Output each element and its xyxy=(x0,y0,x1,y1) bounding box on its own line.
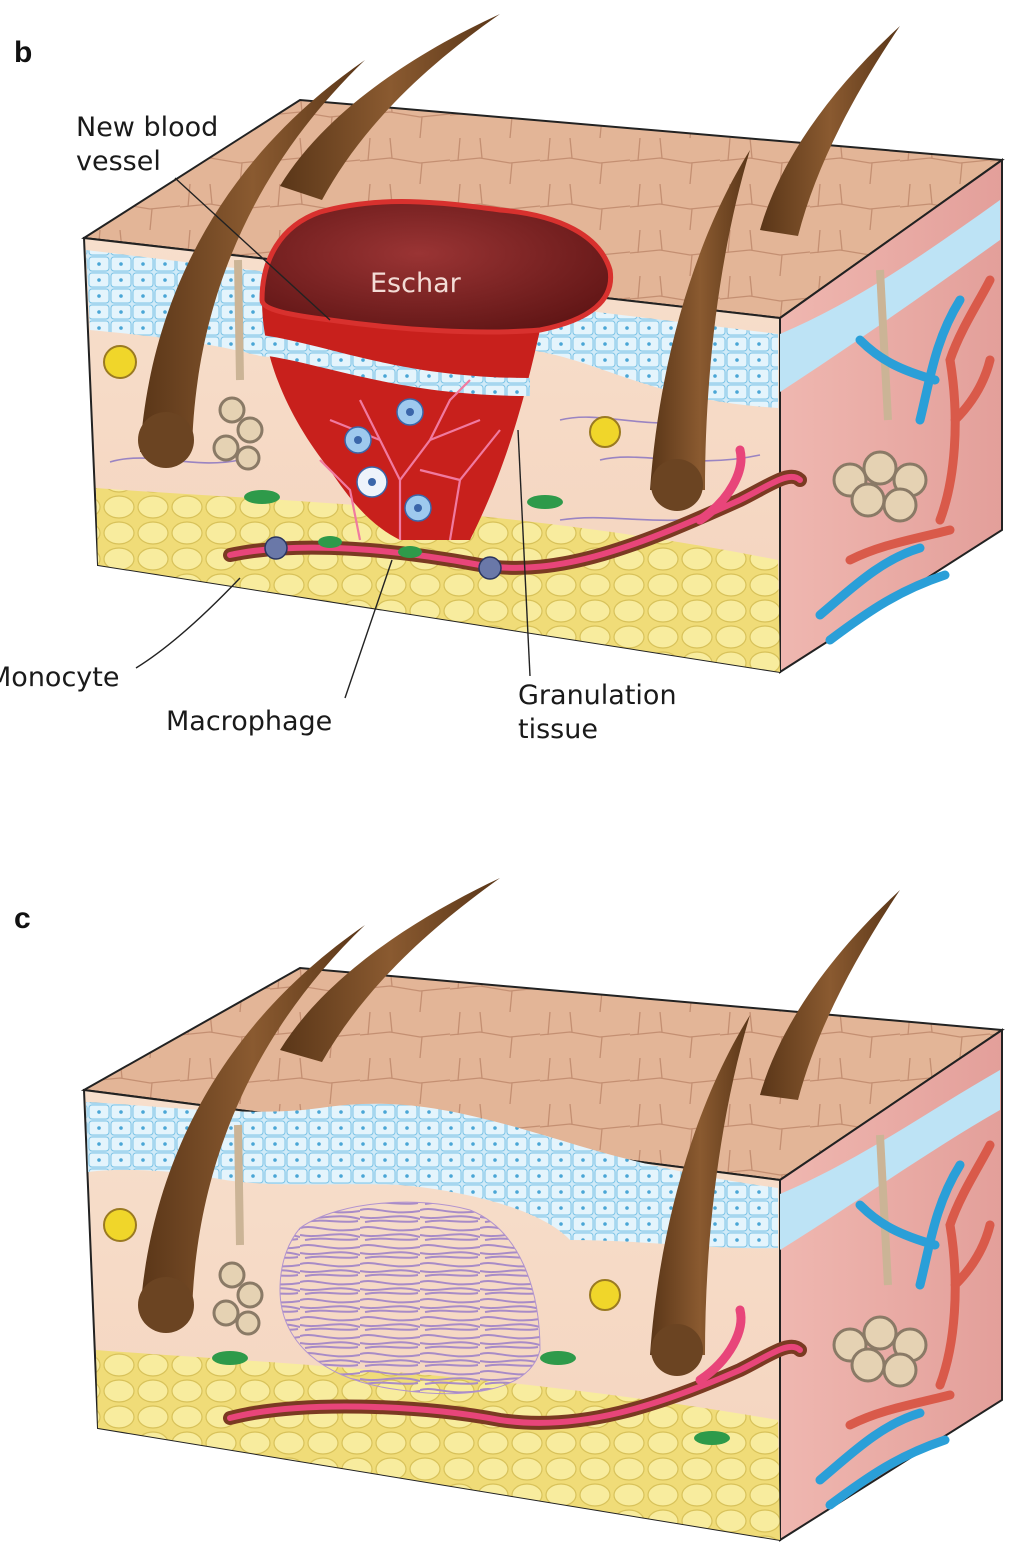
panel-b-fibroblasts xyxy=(244,490,563,509)
panel-c-side-vessels xyxy=(815,1140,995,1510)
panel-c-scar-tissue xyxy=(279,1201,541,1395)
panel-b-migrating-epidermis xyxy=(262,335,530,396)
panel-b: b Eschar xyxy=(0,14,1005,745)
panel-b-side-vessels xyxy=(815,275,995,645)
new-blood-vessel-label-line2: vessel xyxy=(76,146,161,177)
panel-b-eschar xyxy=(259,199,614,335)
panel-b-epidermis-side xyxy=(780,200,1000,392)
panel-c-sebaceous-glands xyxy=(103,1208,621,1311)
new-blood-vessel-label-line1: New blood xyxy=(76,112,218,143)
granulation-tissue-label-line1: Granulation xyxy=(518,680,677,711)
hair-shaft xyxy=(760,890,900,1100)
macrophage-cell xyxy=(318,536,342,548)
monocyte-cell xyxy=(478,556,502,580)
hair-follicle xyxy=(650,150,750,490)
hair-follicle xyxy=(650,1015,750,1355)
granulation-tissue-label-line2: tissue xyxy=(518,714,598,745)
monocyte-label: Monocyte xyxy=(0,662,119,693)
panel-c-hairs xyxy=(138,878,900,1376)
panel-b-sebaceous-glands xyxy=(103,345,621,448)
panel-c: c xyxy=(14,878,1005,1542)
macrophage-label: Macrophage xyxy=(166,706,332,737)
panel-b-hairs xyxy=(138,14,900,511)
panel-c-fat-layer xyxy=(96,1350,780,1540)
panel-c-epidermis-side xyxy=(780,1070,1000,1250)
eschar-label: Eschar xyxy=(370,268,462,299)
panel-c-epidermis xyxy=(86,1102,778,1249)
hair-follicle xyxy=(140,925,365,1315)
panel-c-skin-block xyxy=(80,966,1005,1542)
hair-follicle xyxy=(140,60,365,452)
panel-b-letter: b xyxy=(14,36,32,69)
panel-b-sweat-glands xyxy=(212,259,928,523)
monocyte-cell xyxy=(264,536,288,560)
panel-c-side-face xyxy=(779,1028,1003,1542)
panel-c-dermal-vessel xyxy=(223,1305,807,1430)
macrophage-cell xyxy=(398,546,422,558)
panel-c-fibroblasts xyxy=(212,1351,730,1445)
hair-shaft xyxy=(280,14,500,200)
panel-b-wound: Eschar xyxy=(259,199,614,541)
panel-b-leader-lines xyxy=(135,177,531,699)
panel-c-letter: c xyxy=(14,902,31,935)
panel-b-fat-layer xyxy=(96,488,780,672)
panel-c-sweat-glands xyxy=(212,1124,928,1388)
panel-b-skin-block xyxy=(81,98,1005,674)
panel-b-callouts: New blood vessel Monocyte Macrophage Gra… xyxy=(0,112,677,745)
panel-b-dermal-vessel xyxy=(223,445,807,580)
panel-b-new-blood-vessels xyxy=(319,379,501,541)
panel-b-macrophages xyxy=(344,398,432,522)
hair-shaft xyxy=(280,878,500,1062)
hair-shaft xyxy=(760,26,900,236)
